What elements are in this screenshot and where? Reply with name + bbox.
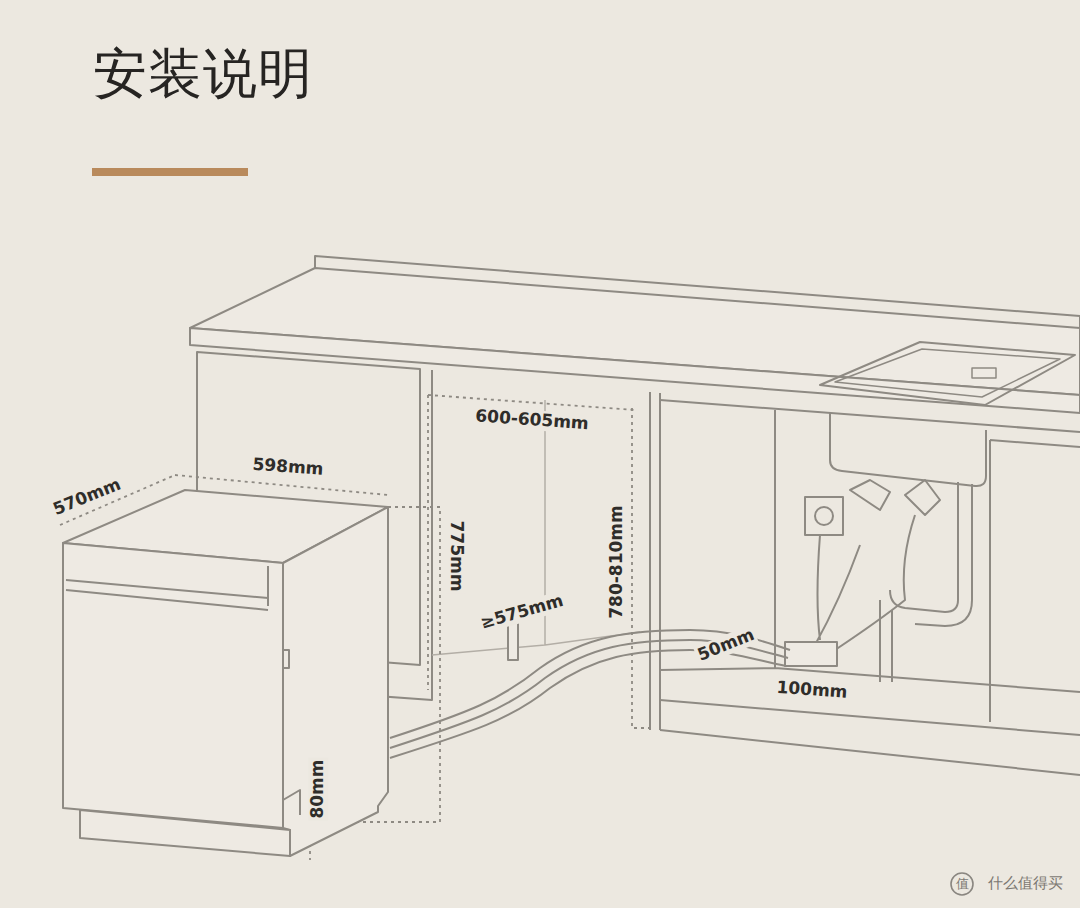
height-dimension: 775mm: [446, 519, 466, 594]
plinth-dimension: 80mm: [308, 757, 328, 820]
sink-cabinet: [660, 400, 1080, 775]
valves: [850, 480, 940, 515]
niche-height-dimension: 780-810mm: [607, 503, 627, 620]
dishwasher-side: [283, 507, 388, 856]
watermark-logo: [951, 873, 973, 895]
niche-top-dash: [428, 395, 636, 410]
drain-pipe: [880, 482, 972, 682]
wall-socket: [805, 497, 843, 535]
water-pipe: [508, 622, 518, 660]
countertop-front: [190, 328, 1080, 413]
width-dimension: 598mm: [250, 455, 326, 480]
hose-3: [390, 650, 786, 758]
sink-top: [820, 342, 1075, 405]
niche-depth-dimension: ≥575mm: [476, 590, 567, 633]
panel-edge: [267, 566, 269, 606]
socket-hole: [815, 507, 833, 525]
hose-2: [390, 640, 788, 748]
sink-bowl: [830, 412, 986, 486]
page-title: 安装说明: [93, 38, 313, 111]
watermark-logo-text: 值: [954, 877, 971, 892]
floor-box: [785, 642, 837, 666]
accent-bar: [92, 168, 248, 176]
box-width-dimension: 100mm: [774, 678, 850, 703]
door-catch: [283, 650, 289, 668]
hoses-right: [815, 515, 915, 650]
divider: [650, 392, 660, 730]
watermark: 什么值得买: [986, 875, 1065, 892]
control-panel: [66, 580, 268, 610]
sink-inner: [835, 349, 1060, 397]
sink-drain: [972, 368, 996, 378]
dishwasher-front: [63, 543, 283, 828]
niche-back: [432, 400, 640, 655]
niche-width-dimension: 600-605mm: [473, 406, 592, 434]
foot: [283, 790, 300, 815]
dishwasher-plinth: [80, 810, 290, 856]
right-door: [990, 440, 1080, 722]
niche-left-dash: [427, 395, 429, 690]
